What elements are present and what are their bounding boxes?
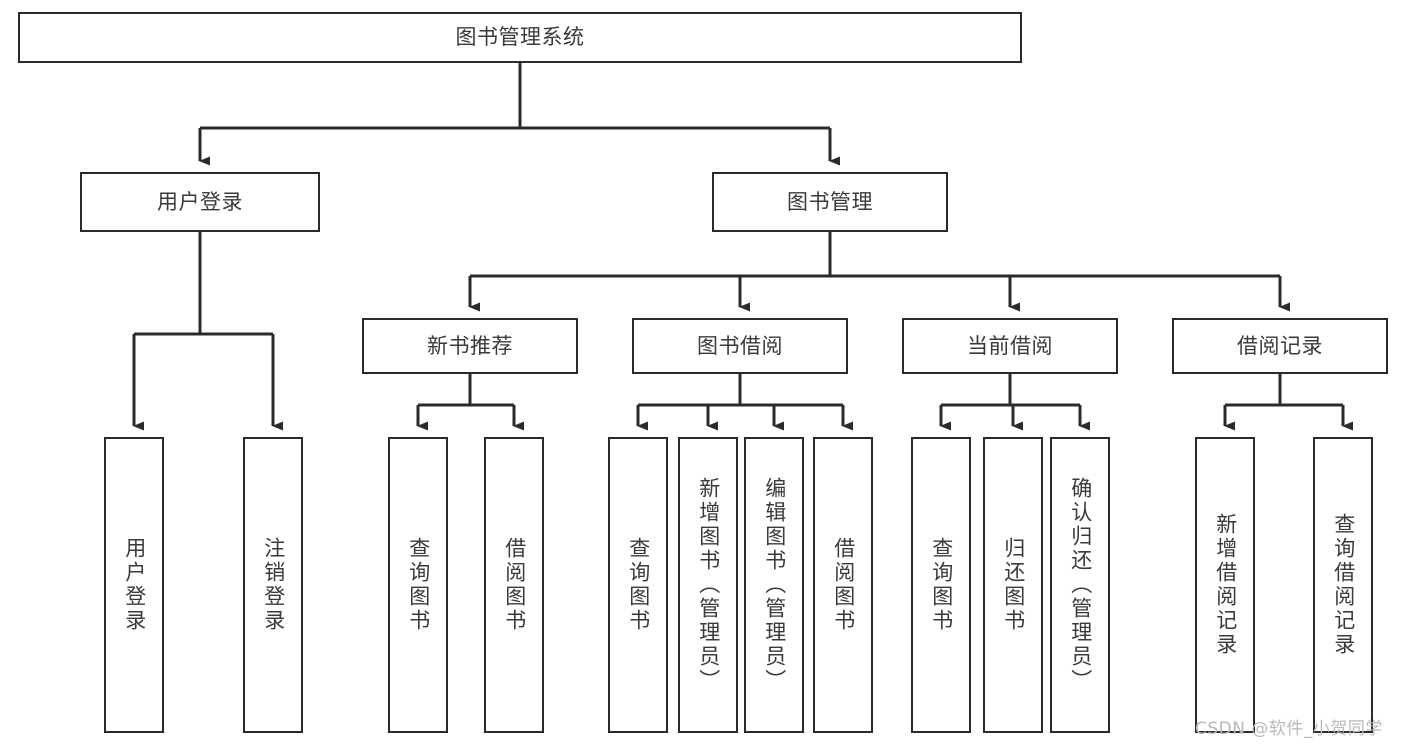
node-current-borrow-label: 当前借阅 [967,333,1053,358]
node-root-label: 图书管理系统 [455,25,585,49]
leaf-user-login[interactable]: 用户登录 [104,437,164,733]
leaf-return-book-label: 归还图书 [1001,537,1026,633]
connector-bookmanage-to-level3 [468,232,1290,312]
node-current-borrow[interactable]: 当前借阅 [902,318,1118,374]
node-book-borrow-label: 图书借阅 [697,333,783,358]
node-new-book-rec-label: 新书推荐 [427,333,513,358]
connector-root-to-level2 [198,63,840,166]
leaf-query-book-current-label: 查询图书 [929,537,954,633]
connector-newbookrec-to-leaves [416,374,524,431]
leaf-query-record-label: 查询借阅记录 [1331,513,1356,657]
leaf-query-book-rec-label: 查询图书 [406,537,431,633]
leaf-edit-book[interactable]: 编辑图书（管理员） [744,437,804,733]
leaf-return-book[interactable]: 归还图书 [983,437,1043,733]
node-user-login[interactable]: 用户登录 [80,172,320,232]
leaf-query-book-current[interactable]: 查询图书 [911,437,971,733]
connector-bookborrow-to-leaves [636,374,853,431]
leaf-add-book-label: 新增图书（管理员） [696,477,721,693]
watermark-text: CSDN @软件_小贺同学 [1195,719,1383,739]
leaf-borrow-book[interactable]: 借阅图书 [813,437,873,733]
node-book-manage[interactable]: 图书管理 [712,172,948,232]
leaf-add-record-label: 新增借阅记录 [1213,513,1238,657]
leaf-confirm-return-label: 确认归还（管理员） [1068,477,1093,693]
leaf-borrow-book-rec[interactable]: 借阅图书 [484,437,544,733]
leaf-query-book-borrow[interactable]: 查询图书 [608,437,668,733]
leaf-edit-book-label: 编辑图书（管理员） [762,477,787,693]
leaf-confirm-return[interactable]: 确认归还（管理员） [1050,437,1110,733]
leaf-borrow-book-label: 借阅图书 [831,537,856,633]
node-book-borrow[interactable]: 图书借阅 [632,318,848,374]
connector-currentborrow-to-leaves [939,374,1090,431]
leaf-logout[interactable]: 注销登录 [243,437,303,733]
leaf-query-book-rec[interactable]: 查询图书 [388,437,448,733]
leaf-add-record[interactable]: 新增借阅记录 [1195,437,1255,733]
node-book-manage-label: 图书管理 [787,189,873,214]
leaf-user-login-label: 用户登录 [122,537,147,633]
node-user-login-label: 用户登录 [157,189,243,214]
leaf-query-record[interactable]: 查询借阅记录 [1313,437,1373,733]
leaf-logout-label: 注销登录 [261,537,286,633]
leaf-borrow-book-rec-label: 借阅图书 [502,537,527,633]
connector-userlogin-to-leaves [132,232,283,431]
leaf-add-book[interactable]: 新增图书（管理员） [678,437,738,733]
leaf-query-book-borrow-label: 查询图书 [626,537,651,633]
node-borrow-record-label: 借阅记录 [1237,333,1323,358]
connector-borrowrecord-to-leaves [1223,374,1353,431]
node-new-book-rec[interactable]: 新书推荐 [362,318,578,374]
node-root[interactable]: 图书管理系统 [18,12,1022,63]
node-borrow-record[interactable]: 借阅记录 [1172,318,1388,374]
